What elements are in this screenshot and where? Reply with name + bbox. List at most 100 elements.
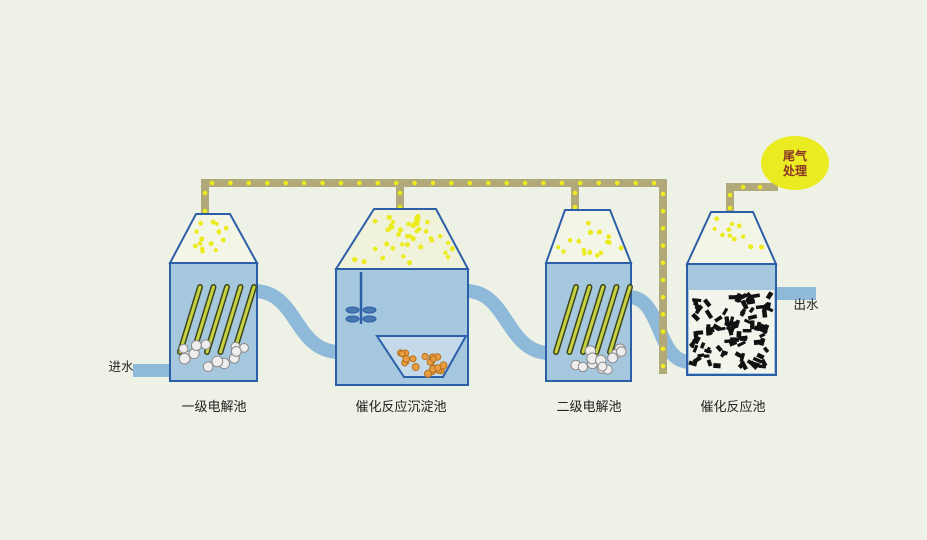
particle-dot <box>197 241 203 246</box>
gas-dot <box>467 180 473 186</box>
particle-dot <box>430 355 437 363</box>
particle-dot <box>714 216 720 222</box>
electrode-rod <box>205 285 229 354</box>
carbon-chip <box>738 293 748 301</box>
tank4-body-outline <box>686 263 777 376</box>
carbon-chip <box>706 328 714 336</box>
particle-dot <box>561 249 566 254</box>
particle-dot <box>405 234 410 239</box>
gas-dot <box>430 180 436 186</box>
particle-dot <box>421 352 429 361</box>
particle-dot <box>616 346 627 357</box>
gas-dot <box>265 180 270 186</box>
electrode-rod <box>554 285 578 354</box>
tank3-bottom-particles <box>570 343 627 375</box>
particle-dot <box>567 238 573 243</box>
particle-dot <box>731 236 737 242</box>
carbon-chip <box>739 310 746 318</box>
tank3-label: 二级电解池 <box>556 400 621 415</box>
particle-dot <box>449 246 455 252</box>
carbon-chip <box>734 351 743 359</box>
gas-dot <box>727 192 733 198</box>
particle-dot <box>406 221 411 227</box>
carbon-chip <box>728 339 738 347</box>
gas-dot <box>572 204 578 210</box>
gas-dot <box>660 346 666 352</box>
particle-dot <box>398 350 406 358</box>
carbon-chip <box>727 326 734 336</box>
carbon-chip <box>697 353 705 358</box>
particle-dot <box>178 352 191 365</box>
water-pipes <box>133 284 816 377</box>
particle-dot <box>607 352 619 364</box>
electrode-rod <box>608 285 632 354</box>
particle-dot <box>606 240 612 245</box>
catalyst-particles <box>397 349 448 378</box>
carbon-chip <box>752 356 763 364</box>
particle-dot <box>598 250 604 256</box>
gas-dot <box>660 191 666 197</box>
particle-dot <box>595 253 600 258</box>
carbon-chip <box>725 322 733 331</box>
carbon-chip <box>742 329 752 333</box>
gas-dot <box>522 180 528 186</box>
electrode-rod <box>595 285 618 354</box>
gas-dot <box>338 180 344 186</box>
particle-dot <box>199 236 205 242</box>
particle-dot <box>211 355 224 368</box>
carbon-chip <box>699 341 706 349</box>
particle-dot <box>585 220 591 226</box>
particle-dot <box>352 256 358 263</box>
electrode-rod <box>178 285 202 354</box>
tank2-label: 催化反应沉淀池 <box>355 399 446 415</box>
gas-dot <box>320 180 325 186</box>
gas-dot <box>660 277 666 283</box>
carbon-chip <box>729 316 735 324</box>
carbon-chip <box>740 360 748 371</box>
carbon-chip <box>744 294 753 304</box>
particle-dot <box>372 246 378 252</box>
particle-dot <box>729 221 735 227</box>
tail-gas-unit: 尾气 处理 <box>761 136 829 190</box>
gas-dot <box>660 294 666 300</box>
gas-dot <box>283 180 289 186</box>
connector-pipe-1 <box>253 284 341 359</box>
particle-dot <box>759 244 765 250</box>
carbon-chip <box>734 292 742 303</box>
gas-dot <box>660 363 666 369</box>
stirrer-blade <box>345 315 360 323</box>
carbon-chip <box>749 360 759 370</box>
gas-dot <box>660 260 666 266</box>
particle-dot <box>200 248 205 254</box>
particle-dot <box>720 232 725 238</box>
carbon-chip <box>765 291 774 300</box>
outlet-label: 出水 <box>793 297 819 312</box>
carbon-chip <box>714 315 723 323</box>
gas-dot <box>504 180 510 186</box>
carbon-chip <box>721 350 729 356</box>
particle-dot <box>401 254 406 259</box>
gas-dot <box>301 180 307 186</box>
gas-dot <box>449 180 454 186</box>
particle-dot <box>396 232 401 237</box>
tank3-electrode-rods <box>553 284 633 355</box>
particle-dot <box>202 361 214 373</box>
particle-dot <box>577 361 589 373</box>
particle-dot <box>192 243 198 249</box>
particle-dot <box>424 369 432 378</box>
electrode-rod <box>219 285 242 354</box>
particle-dot <box>712 226 717 231</box>
stirrer-blade <box>345 306 360 314</box>
particle-dot <box>428 236 434 241</box>
gas-dot <box>596 180 602 186</box>
stirrer-blade <box>362 315 377 323</box>
gas-dot <box>375 180 381 186</box>
particle-dot <box>411 363 420 372</box>
carbon-chip <box>721 307 729 316</box>
carbon-chip <box>758 332 766 339</box>
gas-dot <box>393 180 399 186</box>
stirrer-blades <box>345 306 377 323</box>
carbon-chip <box>736 331 742 338</box>
gas-dot <box>614 180 620 186</box>
